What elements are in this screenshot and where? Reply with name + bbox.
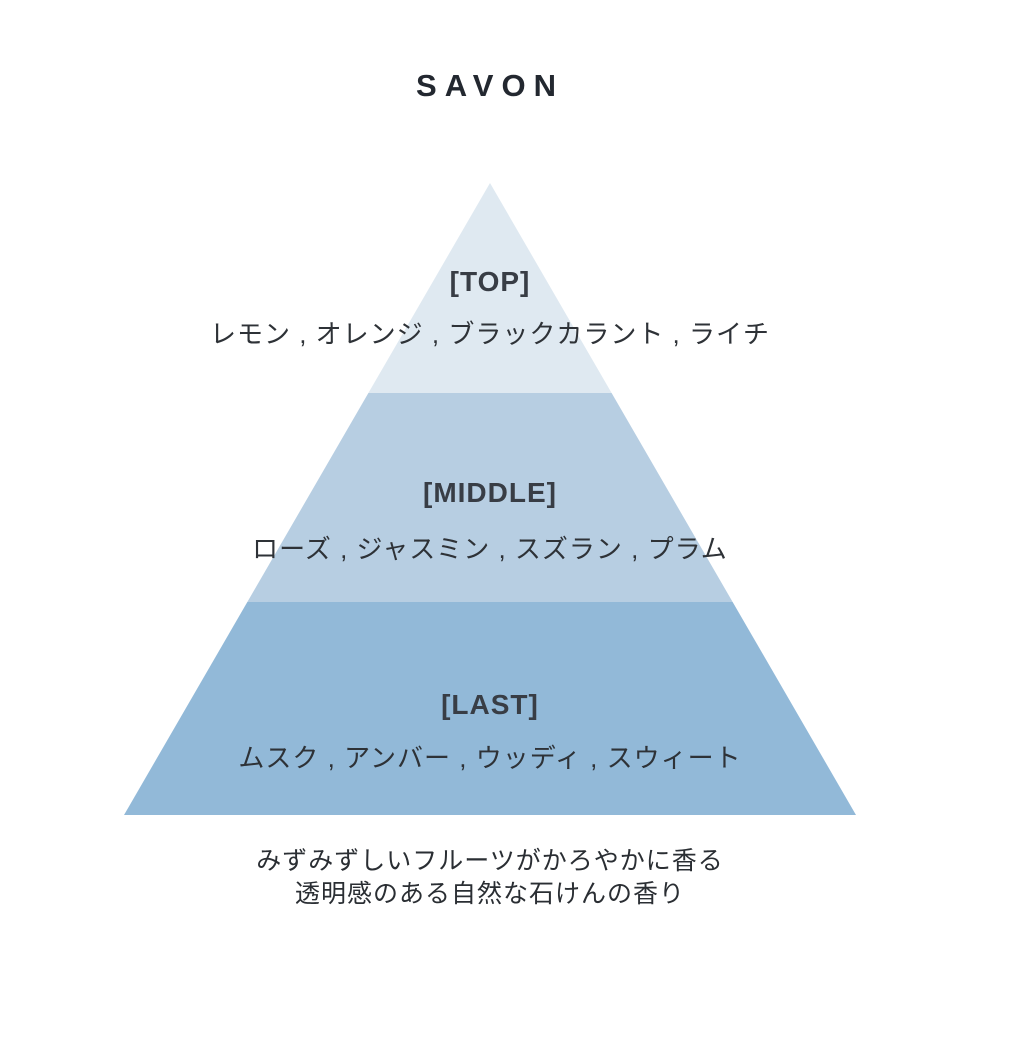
last-notes-label: [LAST] (441, 689, 539, 720)
content-column: SAVON [TOP] レモン , オレンジ , ブラックカラント , ライチ … (0, 68, 980, 911)
middle-notes-list: ローズ , ジャスミン , スズラン , プラム (252, 534, 728, 564)
pyramid-band-last (124, 602, 856, 815)
last-notes-list: ムスク , アンバー , ウッディ , スウィート (238, 743, 742, 773)
scent-title: SAVON (416, 68, 564, 103)
top-notes-label: [TOP] (449, 266, 531, 297)
middle-notes-label: [MIDDLE] (423, 477, 557, 508)
scent-description-line2: 透明感のある自然な石けんの香り (294, 880, 685, 908)
scent-description-line1: みずみずしいフルーツがかろやかに香る (256, 847, 724, 875)
scent-description: みずみずしいフルーツがかろやかに香る 透明感のある自然な石けんの香り (0, 845, 980, 911)
top-notes-list: レモン , オレンジ , ブラックカラント , ライチ (209, 319, 770, 349)
